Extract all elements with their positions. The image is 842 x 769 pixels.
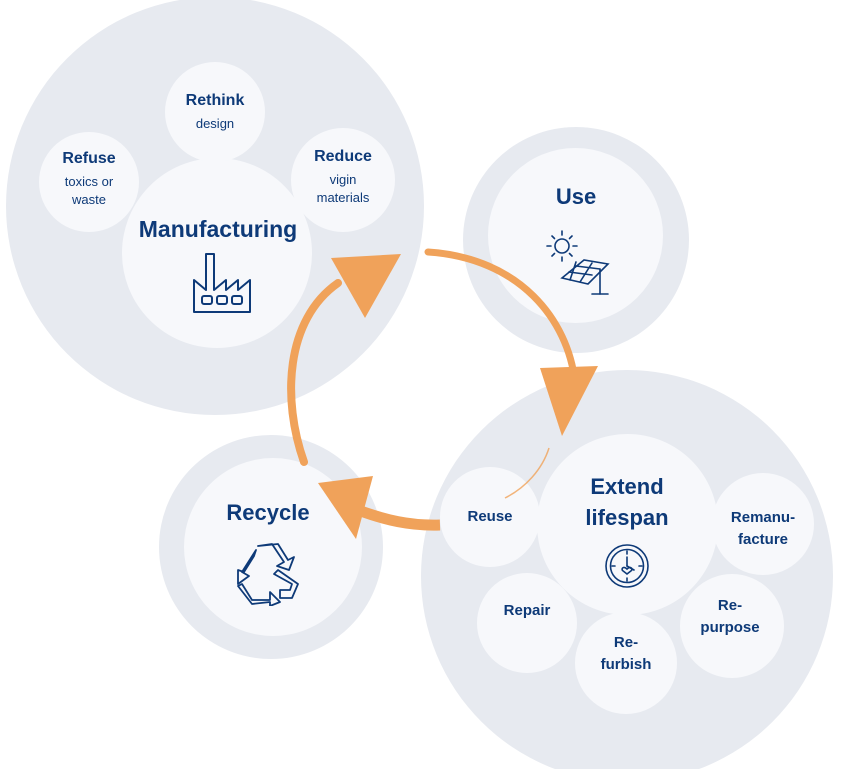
refurbish-circle xyxy=(575,612,677,714)
rethink-circle xyxy=(165,62,265,162)
recycle-title: Recycle xyxy=(226,500,310,525)
refuse-label: Refuse xyxy=(62,150,116,167)
reduce-circle xyxy=(291,128,395,232)
reduce-sub-2: materials xyxy=(316,190,370,205)
clock-heart-icon xyxy=(605,544,649,588)
refuse-sub-1: toxics or xyxy=(64,174,114,189)
reuse-circle xyxy=(440,467,540,567)
reduce-label: Reduce xyxy=(314,148,372,165)
arrow-manufacturing-to-extend xyxy=(424,248,579,386)
arrow-recycle-to-manufacturing xyxy=(287,279,342,466)
extend-title-line1: Extend xyxy=(590,474,664,499)
refurbish-label-2: furbish xyxy=(600,656,652,673)
recycle-icon xyxy=(237,543,299,606)
reuse-label: Reuse xyxy=(467,508,513,525)
use-title: Use xyxy=(555,184,597,209)
remanufacture-label-1: Remanu- xyxy=(730,509,796,526)
rethink-label: Rethink xyxy=(185,92,245,109)
solar-panel-icon xyxy=(546,230,610,295)
manufacturing-title: Manufacturing xyxy=(138,216,298,242)
arrow-head-extend xyxy=(540,366,598,436)
remanufacture-circle xyxy=(712,473,814,575)
arrow-head-manufacturing xyxy=(331,254,401,318)
extend-title-line2: lifespan xyxy=(585,505,669,530)
factory-icon xyxy=(193,253,251,313)
repurpose-label-1: Re- xyxy=(717,597,743,614)
reduce-sub-1: vigin xyxy=(329,172,357,187)
remanufacture-label-2: facture xyxy=(737,531,789,548)
refuse-circle xyxy=(39,132,139,232)
repair-label: Repair xyxy=(503,602,551,619)
refuse-sub-2: waste xyxy=(72,192,106,207)
extend-center-circle xyxy=(537,434,718,615)
arrow-head-recycle xyxy=(318,476,373,539)
arrow-extend-to-recycle xyxy=(356,504,441,531)
repurpose-circle xyxy=(680,574,784,678)
rethink-sub: design xyxy=(195,116,235,131)
repurpose-label-2: purpose xyxy=(700,619,760,636)
manufacturing-center-circle xyxy=(122,158,312,348)
repair-circle xyxy=(477,573,577,673)
refurbish-label-1: Re- xyxy=(613,634,639,651)
use-center-circle xyxy=(488,148,663,323)
